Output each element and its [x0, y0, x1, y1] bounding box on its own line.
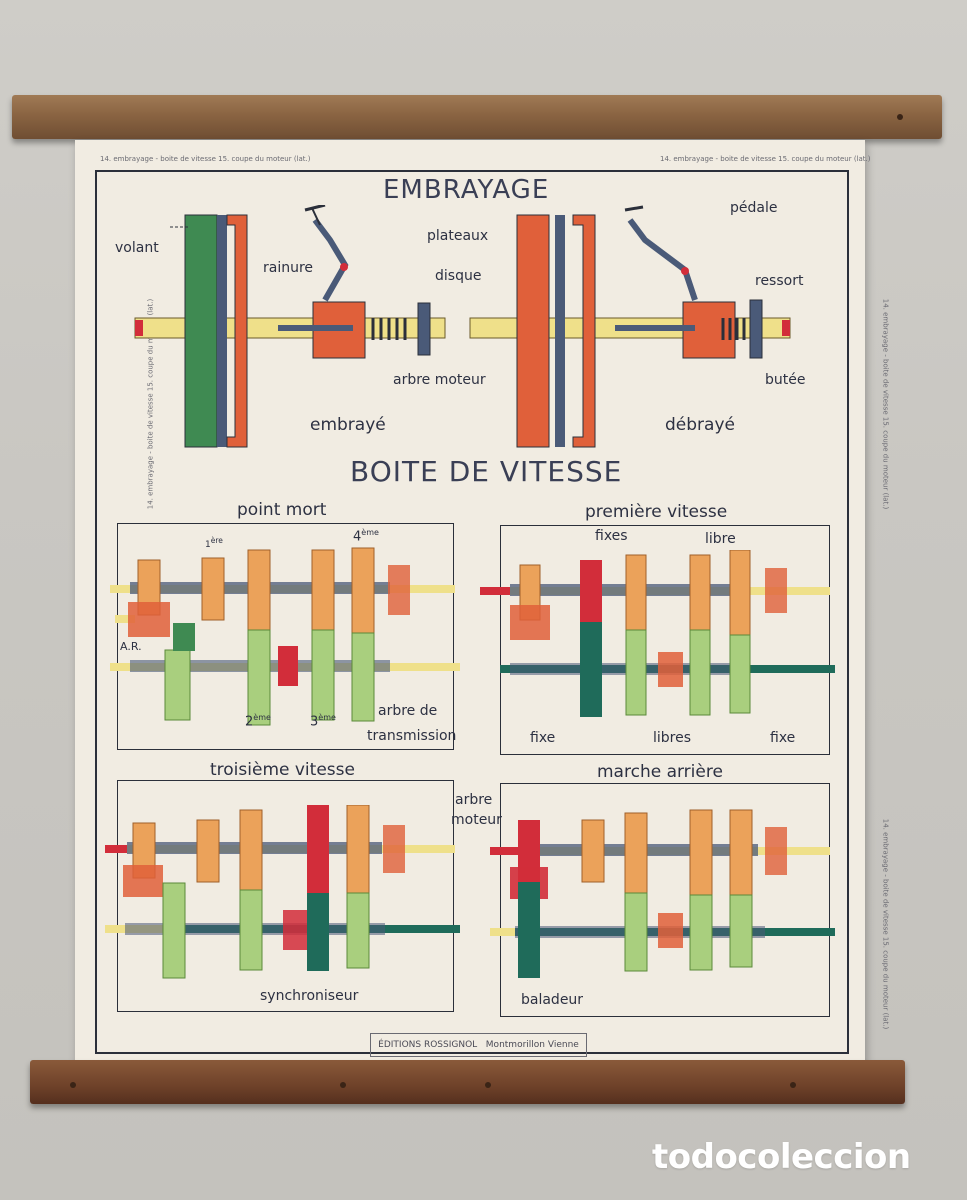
label-rainure: rainure [263, 260, 314, 276]
label-arbre-moteur: arbre moteur [393, 372, 486, 388]
label-fixe-left: fixe [530, 730, 556, 746]
label-baladeur: baladeur [521, 992, 584, 1008]
panel-title-third: troisième vitesse [210, 760, 355, 780]
label-volant: volant [115, 240, 159, 256]
bottom-wooden-rail [30, 1060, 905, 1104]
label-arbre-de: arbre de [378, 703, 438, 719]
edge-caption-right: 14. embrayage - boite de vitesse 15. cou… [881, 298, 890, 510]
label-debraye: débrayé [665, 415, 735, 435]
watermark-logo: todocoleccion [652, 1137, 911, 1177]
gearbox-title: BOITE DE VITESSE [350, 455, 623, 488]
label-libres: libres [653, 730, 692, 746]
label-pedale: pédale [730, 200, 778, 216]
label-gear-3: 3ème [310, 713, 336, 730]
publisher-city: Montmorillon [485, 1040, 545, 1050]
clutch-engaged-diagram [134, 205, 446, 448]
edge-caption-top-right: 14. embrayage - boite de vitesse 15. cou… [660, 155, 871, 163]
label-gear-4: 4ème [353, 528, 379, 545]
label-plateaux: plateaux [427, 228, 489, 244]
panel-title-reverse: marche arrière [597, 762, 723, 782]
panel-reverse-box [500, 783, 830, 1017]
panel-neutral-box [117, 523, 454, 750]
clutch-title: EMBRAYAGE [383, 175, 550, 205]
panel-first-box [500, 525, 830, 755]
edge-caption-top-left: 14. embrayage - boite de vitesse 15. cou… [100, 155, 311, 163]
clutch-disengaged-diagram [469, 205, 791, 448]
panel-title-neutral: point mort [237, 500, 327, 520]
gearbox-neutral-diagram [110, 547, 460, 726]
gearbox-third-diagram [105, 805, 460, 979]
rail-hole [340, 1082, 346, 1088]
label-synchroniseur: synchroniseur [260, 988, 359, 1004]
gearbox-reverse-diagram [490, 809, 835, 978]
top-wooden-rail [12, 95, 942, 139]
label-gear-2: 2ème [245, 713, 271, 730]
publisher-name: ÉDITIONS ROSSIGNOL [378, 1040, 478, 1050]
label-butee: butée [765, 372, 806, 388]
label-reverse-gear: A.R. [120, 640, 142, 653]
rail-hole [485, 1082, 491, 1088]
rail-hole [70, 1082, 76, 1088]
publisher-box: ÉDITIONS ROSSIGNOL Montmorillon Vienne [370, 1033, 587, 1057]
label-libre: libre [705, 531, 736, 547]
label-transmission: transmission [367, 728, 457, 744]
panel-title-first: première vitesse [585, 502, 728, 522]
gearbox-first-diagram [480, 550, 835, 717]
label-gear-1: 1ère [205, 536, 223, 550]
edge-caption-right-lower: 14. embrayage - boite de vitesse 15. cou… [881, 818, 890, 1030]
poster-sheet: 14. embrayage - boite de vitesse 15. cou… [75, 140, 889, 1065]
label-fixes: fixes [595, 528, 628, 544]
label-embraye: embrayé [310, 415, 386, 435]
panel-third-box [117, 780, 454, 1012]
label-arbre: arbre [455, 792, 493, 808]
rail-hole [897, 114, 903, 120]
publisher-dept: Vienne [547, 1040, 579, 1050]
label-fixe-right: fixe [770, 730, 796, 746]
poster-frame [95, 170, 849, 1054]
label-disque: disque [435, 268, 482, 284]
label-ressort: ressort [755, 273, 804, 289]
label-moteur: moteur [451, 812, 502, 828]
rail-hole [790, 1082, 796, 1088]
